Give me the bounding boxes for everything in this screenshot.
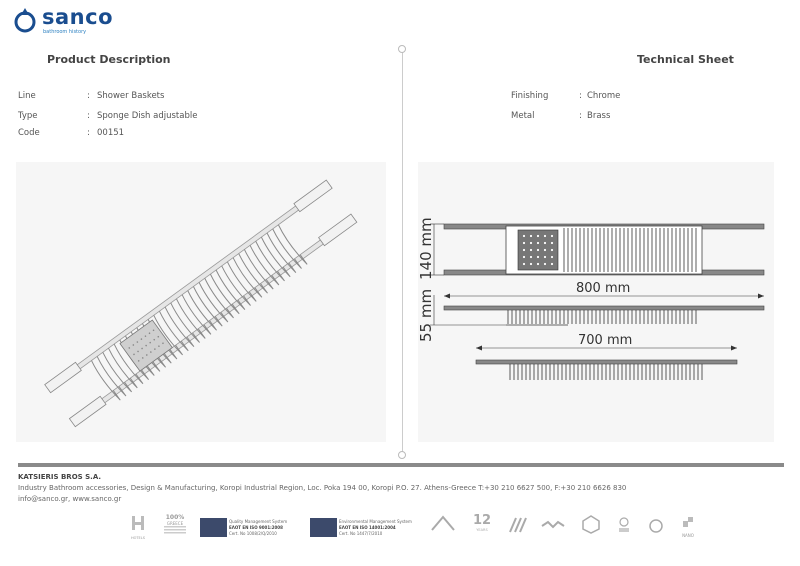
separator: : [87, 91, 90, 101]
top-view [443, 223, 765, 276]
depth-label: 55 mm [418, 289, 435, 342]
nano-badge: NANO [676, 514, 700, 540]
product-description-title: Product Description [47, 53, 171, 66]
divider-dot-top [398, 45, 406, 53]
iso-14001-standard: ΕΛΟΤ EN ISO 14001:2004 [339, 525, 396, 530]
iso-9001-cert: Cert. No 1008/2/Q/2010 [229, 531, 277, 536]
footer-bar [18, 463, 784, 467]
line-label: Line [18, 91, 36, 101]
length-label: 800 mm [576, 281, 630, 296]
years-badge: 12 YEARS [472, 514, 492, 540]
greece-text: GREECE [166, 521, 184, 526]
katsieris-badge [430, 514, 456, 540]
company-name: KATSIERIS BROS S.A. [18, 473, 102, 481]
top-view-wires [563, 228, 697, 272]
code-value: 00151 [97, 128, 125, 138]
greece-badge: 100% GREECE [164, 514, 186, 540]
greece-percent: 100% [165, 514, 185, 521]
brand-name: sanco [42, 5, 113, 29]
iso-9001-title: Quality Management System [229, 519, 288, 524]
company-contact: info@sanco.gr, www.sanco.gr [18, 495, 122, 503]
depth-dimension: 55 mm [417, 289, 506, 342]
front-view-wires [509, 364, 703, 380]
greece-flag-icon [164, 526, 186, 534]
center-divider [402, 48, 403, 454]
code-label: Code [18, 128, 40, 138]
separator: : [87, 128, 90, 138]
stripes-badge [506, 514, 528, 540]
technical-drawing: 140 mm 800 mm 55 mm 700 mm [417, 217, 765, 380]
product-photo [44, 179, 358, 428]
hexagon-badge [580, 514, 602, 540]
height-dimension: 140 mm [417, 217, 444, 280]
finishing-label: Finishing [511, 91, 549, 101]
technical-sheet-title: Technical Sheet [637, 53, 734, 66]
inner-length-label: 700 mm [578, 333, 632, 348]
length-dimension: 800 mm [444, 281, 764, 299]
separator: : [579, 91, 582, 101]
iso-9001-standard: ΕΛΟΤ EN ISO 9001:2008 [229, 525, 283, 530]
wave-badge [540, 514, 566, 540]
product-photo-panel [16, 162, 386, 442]
divider-dot-bottom [398, 451, 406, 459]
basket-wires [91, 224, 308, 401]
sanco-logo: sanco bathroom history [12, 4, 113, 36]
years-number: 12 [472, 513, 492, 528]
separator: : [579, 111, 582, 121]
circle-badge [646, 514, 666, 540]
metal-value: Brass [587, 111, 611, 121]
iso-14001-cert: Cert. No 1447/7/2010 [339, 531, 383, 536]
type-value: Sponge Dish adjustable [97, 111, 198, 121]
height-label: 140 mm [418, 217, 435, 280]
line-value: Shower Baskets [97, 91, 165, 101]
side-view [443, 305, 765, 326]
brand-tagline: bathroom history [43, 29, 87, 35]
top-view-plate-holes [522, 234, 554, 266]
iso-14001-title: Environmental Management System [339, 519, 412, 524]
nano-text: NANO [682, 533, 694, 538]
type-label: Type [18, 111, 38, 121]
hotels-text: HOTELS [131, 536, 145, 540]
hotels-badge: HOTELS [128, 514, 148, 540]
years-text: YEARS [476, 528, 488, 532]
inner-length-dimension: 700 mm [476, 333, 737, 351]
sponge-plate-holes [128, 329, 164, 362]
separator: : [87, 111, 90, 121]
metal-label: Metal [511, 111, 535, 121]
sun-badge [614, 514, 634, 540]
side-view-wires [507, 310, 697, 324]
sanco-drop-icon [14, 8, 36, 33]
certification-logos: HOTELS 100% GREECE Quality Management Sy… [128, 514, 708, 542]
technical-drawing-panel: 140 mm 800 mm 55 mm 700 mm [417, 162, 774, 442]
company-address: Industry Bathroom accessories, Design & … [18, 484, 627, 492]
finishing-value: Chrome [587, 91, 621, 101]
front-view [475, 359, 738, 380]
